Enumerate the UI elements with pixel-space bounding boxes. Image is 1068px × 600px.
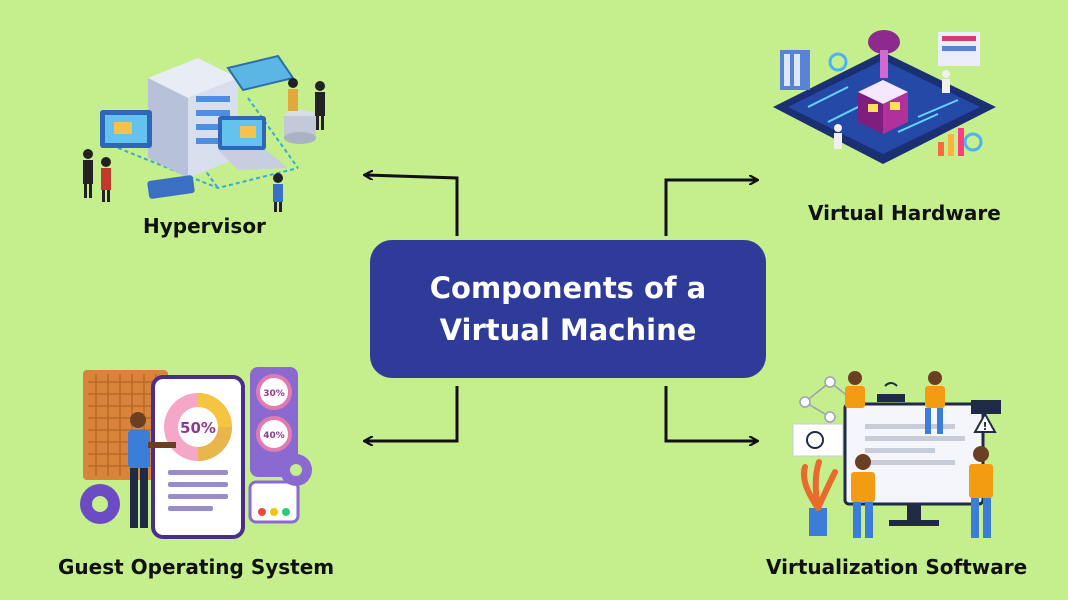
center-node: Components of a Virtual Machine (370, 240, 766, 378)
gauge-40-label: 40% (263, 431, 285, 441)
center-title: Components of a Virtual Machine (429, 271, 707, 347)
hypervisor-label: Hypervisor (143, 214, 266, 238)
hypervisor-illustration (83, 54, 325, 212)
arrow-to-virtualization-software (664, 386, 757, 441)
virtual-hardware-illustration (773, 30, 996, 164)
guest-os-illustration: 50% 30% 40% (80, 367, 312, 539)
virtualization-software-label: Virtualization Software (766, 555, 1028, 579)
arrow-to-virtual-hardware (664, 180, 757, 236)
virtualization-software-illustration: ! (792, 371, 1001, 538)
arrow-to-hypervisor (365, 175, 459, 236)
gauge-30-label: 30% (263, 389, 285, 399)
svg-text:!: ! (982, 420, 987, 433)
gauge-50-label: 50% (180, 419, 216, 437)
virtual-hardware-label: Virtual Hardware (808, 201, 1001, 225)
arrow-to-guest-os (365, 386, 459, 441)
guest-os-label: Guest Operating System (58, 555, 335, 579)
